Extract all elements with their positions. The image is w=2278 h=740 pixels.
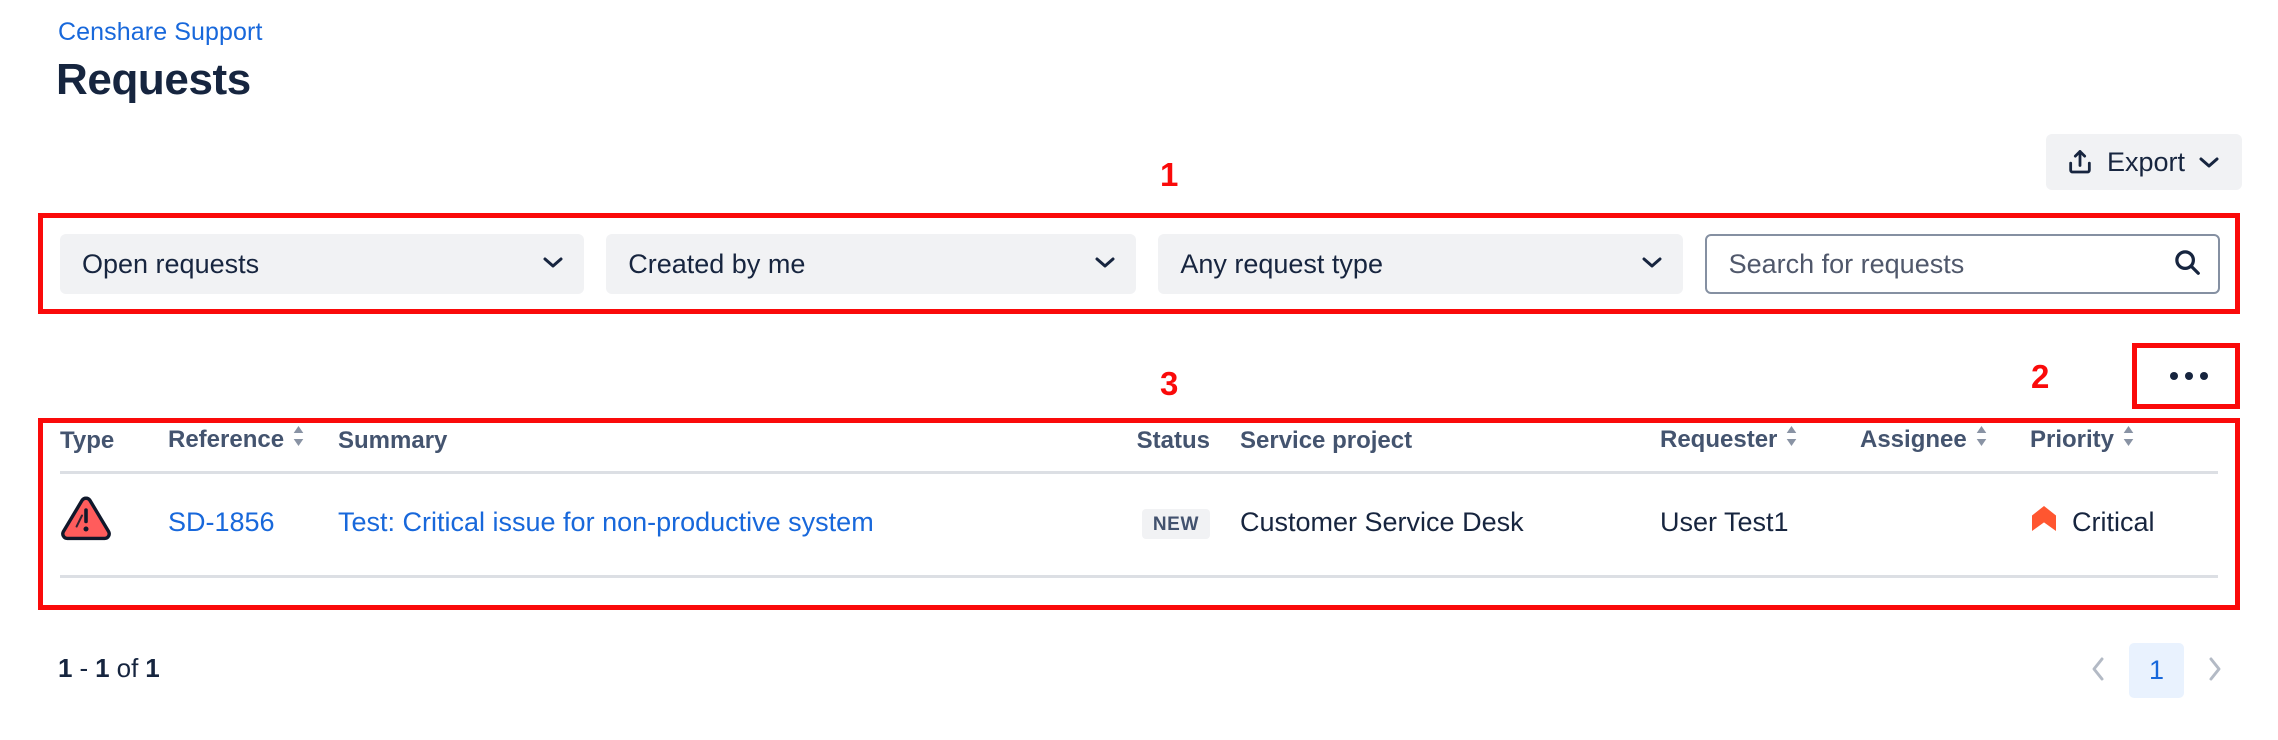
search-icon[interactable] <box>2172 247 2202 282</box>
of-word: of <box>116 653 139 683</box>
status-filter-value: Open requests <box>82 248 260 279</box>
ellipsis-icon <box>2170 372 2208 380</box>
creator-filter-value: Created by me <box>628 248 806 279</box>
chevron-right-icon <box>2204 654 2226 687</box>
chevron-down-icon <box>1641 255 1663 274</box>
breadcrumb-censhare-support[interactable]: Censhare Support <box>58 18 263 46</box>
cell-assignee <box>1860 472 2030 578</box>
creator-filter-select[interactable]: Created by me <box>606 234 1137 294</box>
chevron-down-icon <box>542 255 564 274</box>
cell-requester: User Test1 <box>1660 472 1860 578</box>
annotation-number-1: 1 <box>1160 156 1179 193</box>
cell-type <box>60 472 168 578</box>
annotation-number-3: 3 <box>1160 365 1179 402</box>
column-header-type: Type <box>60 424 168 474</box>
column-header-status: Status <box>1078 424 1240 474</box>
column-header-service-project-label: Service project <box>1240 427 1413 454</box>
search-input[interactable] <box>1726 247 2173 281</box>
page-title: Requests <box>56 55 251 104</box>
pagination: 1 <box>2075 643 2238 698</box>
chevron-down-icon <box>1094 255 1116 274</box>
sort-arrows-icon <box>291 424 306 455</box>
annotation-number-2: 2 <box>2031 358 2050 395</box>
share-upload-icon <box>2066 147 2094 177</box>
status-filter-select[interactable]: Open requests <box>60 234 585 294</box>
range-end: 1 <box>95 653 110 683</box>
request-type-filter-select[interactable]: Any request type <box>1158 234 1683 294</box>
column-header-summary: Summary <box>338 424 1078 474</box>
incident-warning-triangle-icon <box>60 496 112 549</box>
column-header-reference[interactable]: Reference <box>168 424 338 474</box>
page-button-1[interactable]: 1 <box>2129 643 2184 698</box>
range-start: 1 <box>58 653 73 683</box>
export-button-label: Export <box>2106 146 2185 177</box>
column-header-requester-label: Requester <box>1660 425 1778 453</box>
cell-status: NEW <box>1078 472 1240 578</box>
column-header-priority[interactable]: Priority <box>2030 424 2218 474</box>
cell-reference: SD-1856 <box>168 472 338 578</box>
sort-arrows-icon <box>2121 424 2136 455</box>
column-header-summary-label: Summary <box>338 427 448 454</box>
priority-label: Critical <box>2072 507 2155 537</box>
column-header-priority-label: Priority <box>2030 425 2115 453</box>
request-reference-link[interactable]: SD-1856 <box>168 507 275 537</box>
more-actions-button[interactable] <box>2145 350 2233 402</box>
column-header-assignee[interactable]: Assignee <box>1860 424 2030 474</box>
export-button[interactable]: Export <box>2045 134 2242 190</box>
column-header-service-project: Service project <box>1240 424 1660 474</box>
request-summary-link[interactable]: Test: Critical issue for non-productive … <box>338 507 874 537</box>
next-page-button[interactable] <box>2192 648 2238 694</box>
priority-critical-icon <box>2030 504 2058 541</box>
table-row[interactable]: SD-1856 Test: Critical issue for non-pro… <box>60 472 2218 578</box>
range-separator: - <box>79 653 89 683</box>
chevron-left-icon <box>2087 654 2109 687</box>
column-header-reference-label: Reference <box>168 425 285 453</box>
filter-bar: Open requests Created by me Any request … <box>60 234 2221 294</box>
column-header-requester[interactable]: Requester <box>1660 424 1860 474</box>
column-header-assignee-label: Assignee <box>1860 425 1967 453</box>
column-header-status-label: Status <box>1136 427 1210 454</box>
chevron-down-icon <box>2198 155 2220 169</box>
sort-arrows-icon <box>1784 424 1799 455</box>
search-field[interactable] <box>1704 234 2221 294</box>
cell-priority: Critical <box>2030 472 2218 578</box>
cell-summary: Test: Critical issue for non-productive … <box>338 472 1078 578</box>
cell-service-project: Customer Service Desk <box>1240 472 1660 578</box>
column-header-type-label: Type <box>60 427 115 454</box>
total-count: 1 <box>145 653 160 683</box>
table-header-row: Type Reference Summary Status <box>60 424 2218 474</box>
request-type-filter-value: Any request type <box>1180 248 1383 279</box>
status-badge: NEW <box>1141 509 1210 539</box>
requests-table: Type Reference Summary Status <box>60 424 2218 578</box>
previous-page-button[interactable] <box>2075 648 2121 694</box>
sort-arrows-icon <box>1974 424 1989 455</box>
